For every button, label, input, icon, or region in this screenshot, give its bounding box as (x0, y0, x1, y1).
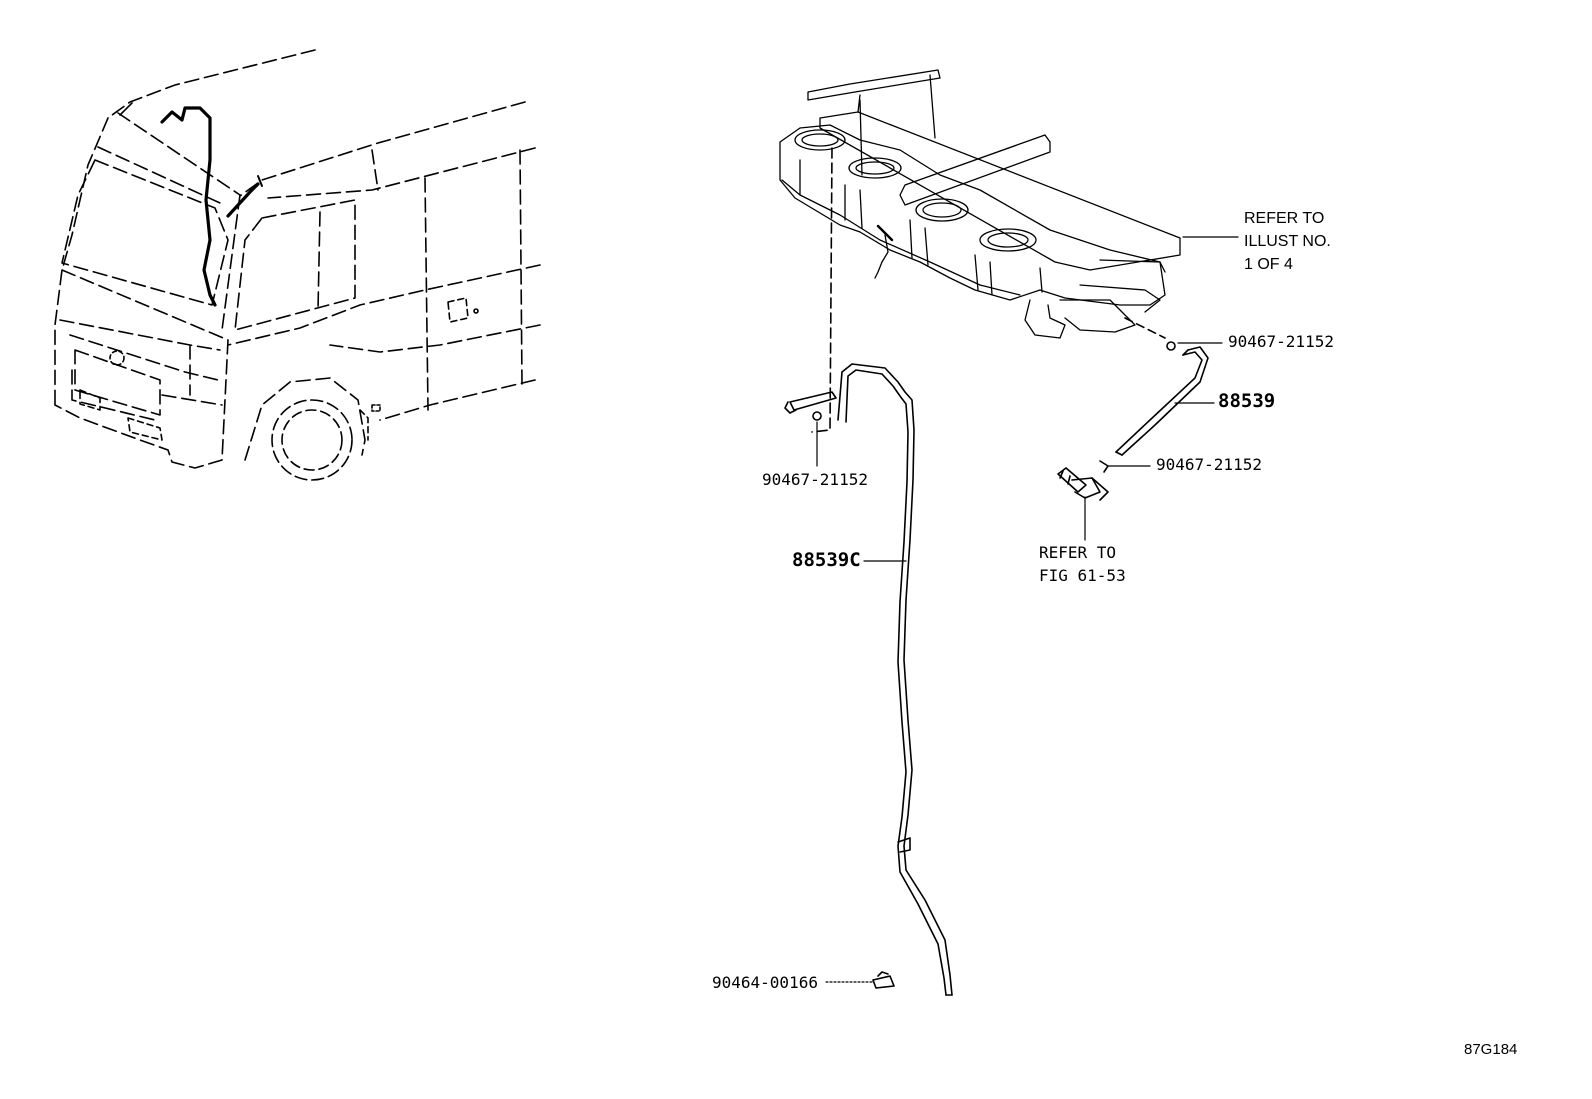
refer-fig-note: REFER TO FIG 61-53 (1039, 541, 1126, 587)
figure-code: 87G184 (1464, 1041, 1518, 1058)
vehicle-illustration (54, 49, 541, 481)
leader-dashed-left (811, 147, 833, 433)
part-number-clamp[interactable]: 90464-00166 (712, 973, 818, 992)
part-number-clip-tank[interactable]: 90467-21152 (1228, 332, 1334, 351)
long-hose-88539C (837, 363, 953, 996)
part-number-clip-lower[interactable]: 90467-21152 (1156, 455, 1262, 474)
short-hose-88539 (1099, 341, 1209, 473)
refer-illust-note: REFER TO ILLUST NO. 1 OF 4 (1244, 207, 1331, 276)
part-number-hose-88539C[interactable]: 88539C (792, 549, 861, 571)
leader-dashed-right (1124, 317, 1166, 339)
refer-fig-line2: FIG 61-53 (1039, 566, 1126, 585)
refer-illust-line3: 1 OF 4 (1244, 256, 1293, 273)
refer-illust-line2: ILLUST NO. (1244, 233, 1331, 250)
joint-pipe (784, 391, 837, 421)
washer-tank-assembly (779, 69, 1181, 339)
refer-fig-line1: REFER TO (1039, 543, 1117, 562)
part-number-hose-88539[interactable]: 88539 (1218, 390, 1276, 412)
leader-lines (816, 236, 1239, 983)
part-number-clip-left[interactable]: 90467-21152 (762, 470, 868, 489)
nozzle-connector (1057, 467, 1109, 501)
refer-illust-line1: REFER TO (1244, 210, 1325, 227)
